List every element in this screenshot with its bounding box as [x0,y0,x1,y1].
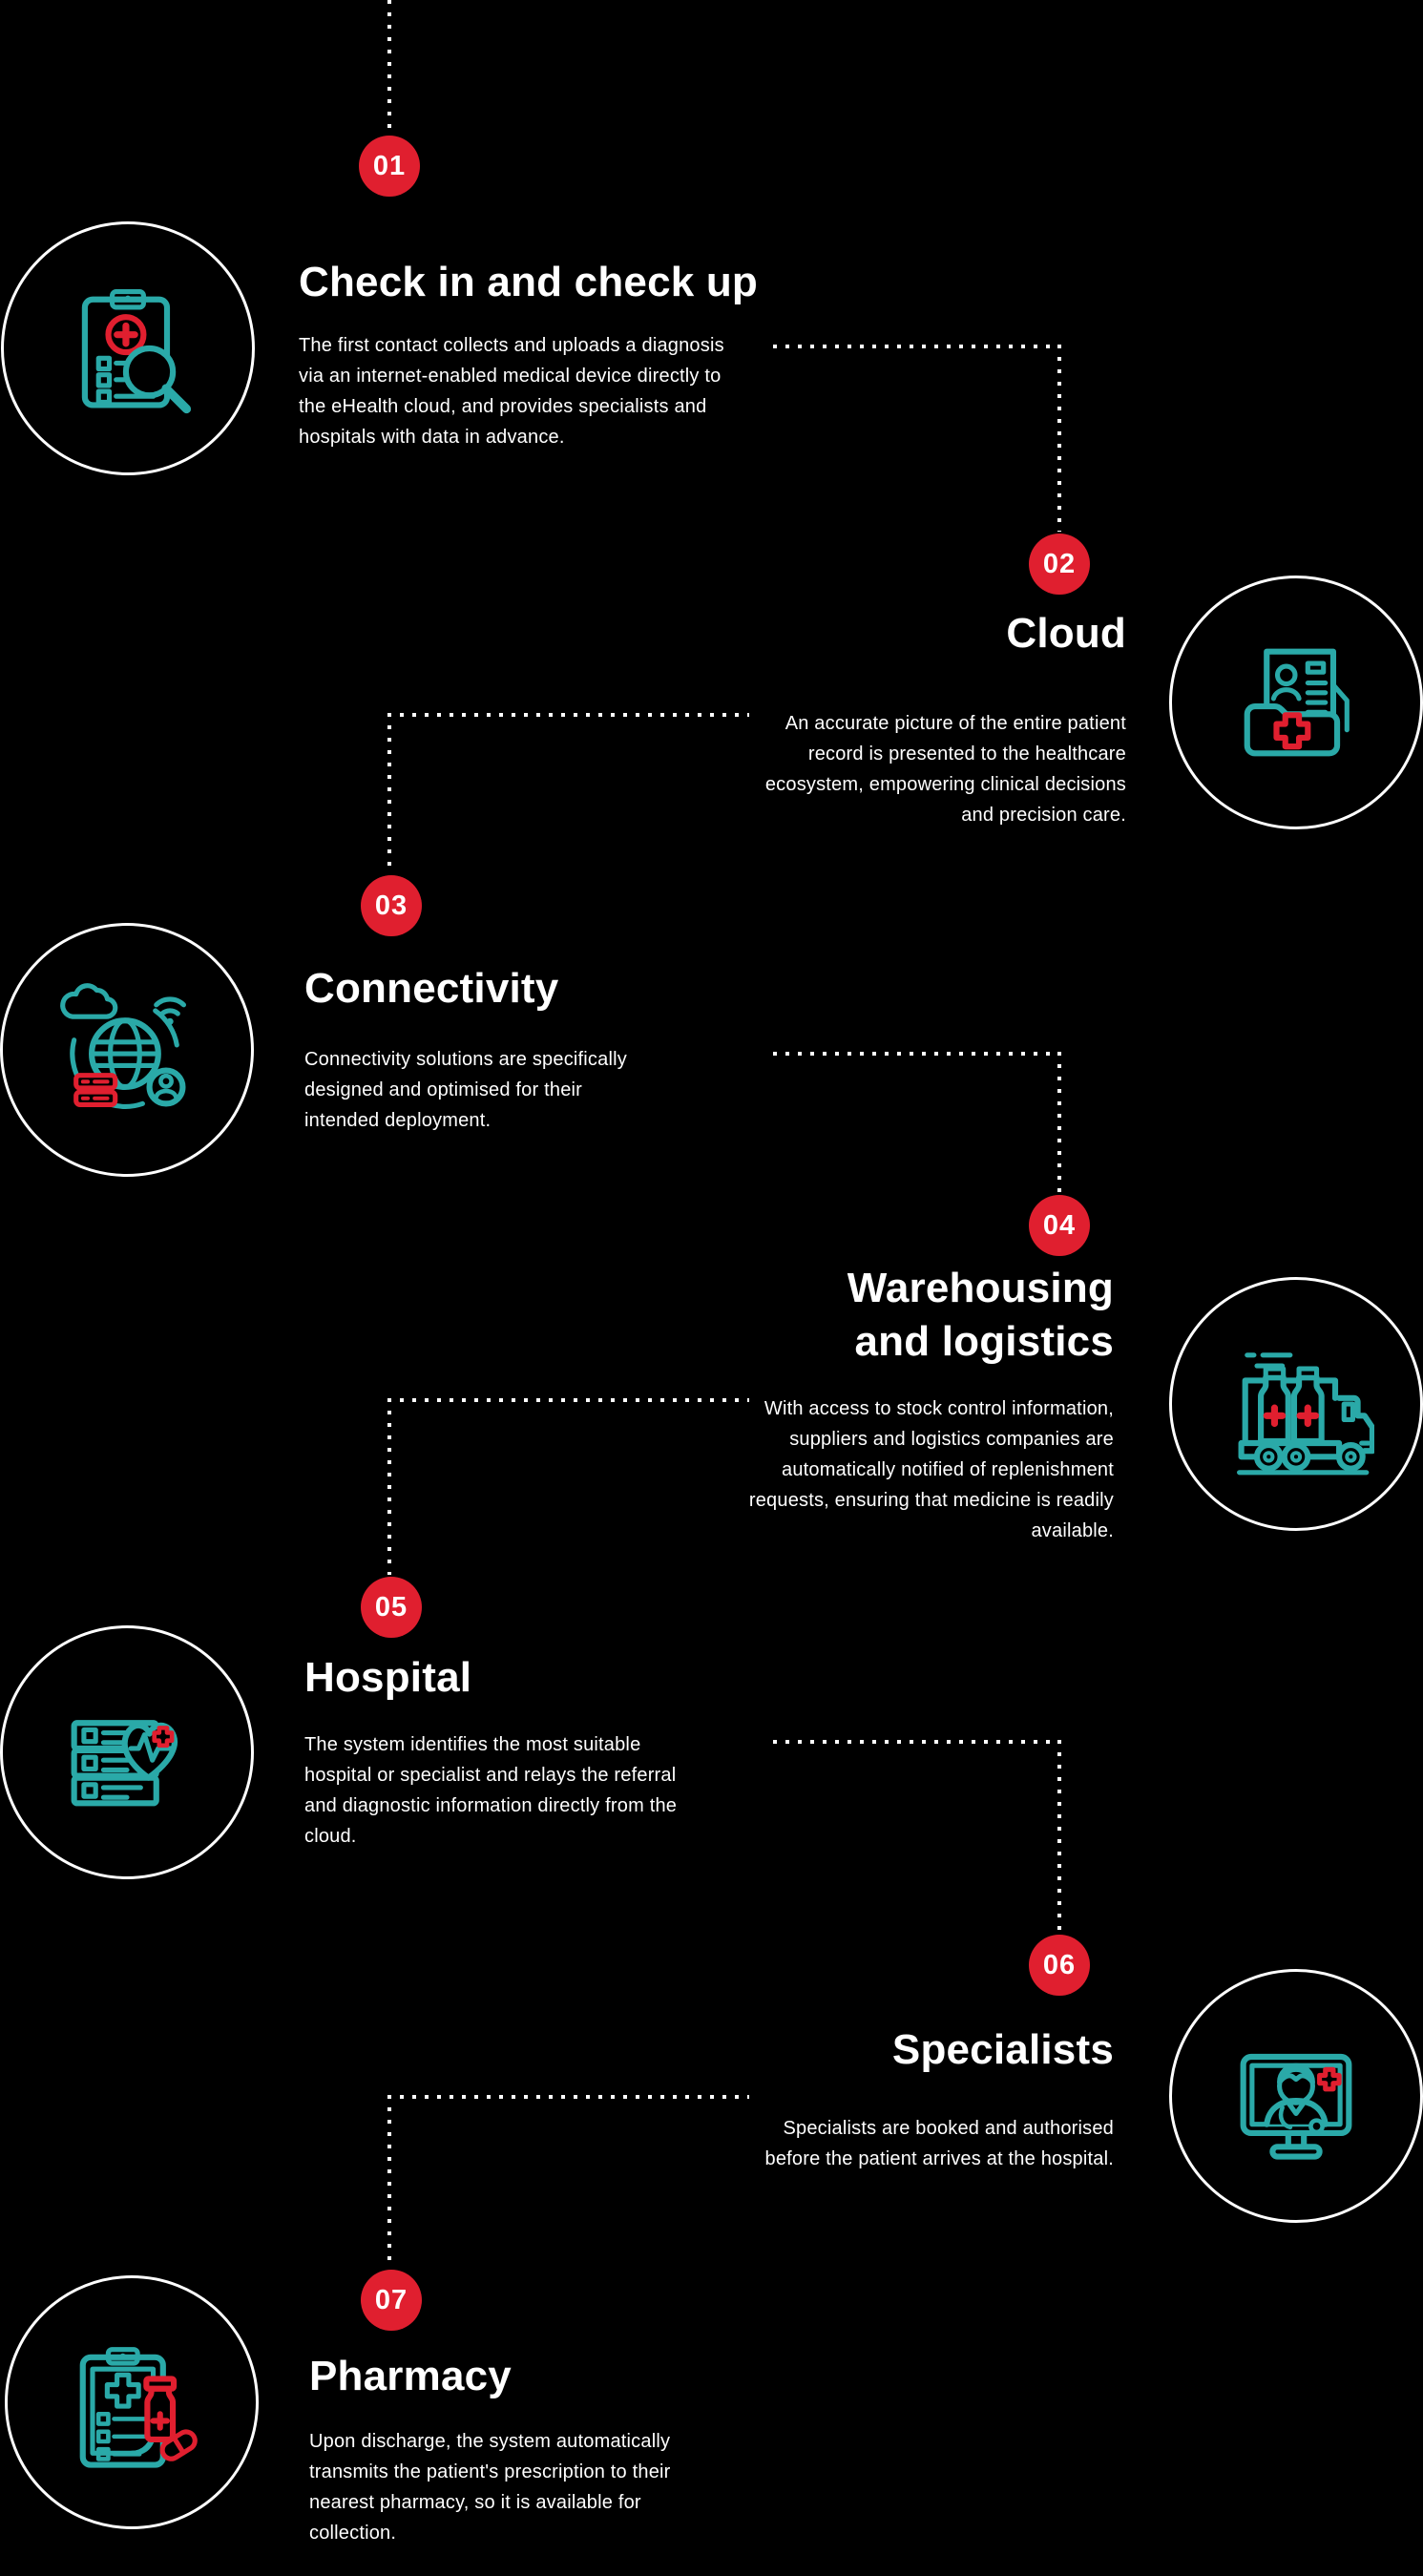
telemedicine-doctor-icon [1218,2018,1374,2174]
step-1-number-badge: 01 [359,136,420,197]
step-3-title: Connectivity [304,965,559,1012]
step-2-title: Cloud [1006,610,1126,657]
step-2-description: An accurate picture of the entire patien… [764,713,1126,826]
global-connectivity-icon [49,972,205,1128]
dotted-connector-3-v [1057,1052,1061,1193]
step-1-title: Check in and check up [299,259,759,305]
dotted-connector-top [387,0,391,134]
medicine-delivery-truck-icon [1218,1326,1374,1482]
dotted-connector-4-h [387,1398,749,1402]
step-5-icon-circle [0,1625,254,1879]
step-3-description: Connectivity solutions are specifically … [304,1049,627,1131]
dotted-connector-1-h [773,345,1061,348]
dotted-connector-1-v [1057,345,1061,532]
step-6-icon-circle [1169,1969,1423,2223]
hospital-server-heart-icon [49,1674,205,1831]
dotted-connector-6-h [387,2095,749,2099]
step-3-number-badge: 03 [361,875,422,936]
dotted-connector-6-v [387,2095,391,2268]
patient-record-folder-icon [1218,624,1374,781]
step-4-number-badge: 04 [1029,1195,1090,1256]
dotted-connector-3-h [773,1052,1061,1056]
dotted-connector-5-h [773,1740,1061,1744]
step-7-number-badge: 07 [361,2270,422,2331]
step-7-icon-circle [5,2275,259,2529]
step-1-icon-circle [1,221,255,475]
step-2-number-badge: 02 [1029,534,1090,595]
step-1-description: The first contact collects and uploads a… [299,335,724,448]
medical-clipboard-search-icon [50,270,206,427]
dotted-connector-5-v [1057,1740,1061,1933]
step-7-title: Pharmacy [309,2353,512,2399]
step-5-title: Hospital [304,1654,472,1701]
dotted-connector-4-v [387,1398,391,1575]
step-5-number-badge: 05 [361,1577,422,1638]
step-3-icon-circle [0,923,254,1177]
step-4-title: Warehousing and logistics [847,1265,1114,1366]
step-7-description: Upon discharge, the system automatically… [309,2431,671,2544]
step-2-icon-circle [1169,576,1423,829]
step-6-title: Specialists [891,2026,1114,2073]
step-4-icon-circle [1169,1277,1423,1531]
dotted-connector-2-v [387,713,391,873]
step-4-description: With access to stock control information… [748,1398,1114,1541]
prescription-pharmacy-icon [53,2324,210,2481]
step-6-description: Specialists are booked and authorised be… [764,2118,1114,2169]
step-5-description: The system identifies the most suitable … [304,1734,678,1847]
dotted-connector-2-h [387,713,749,717]
step-6-number-badge: 06 [1029,1935,1090,1996]
